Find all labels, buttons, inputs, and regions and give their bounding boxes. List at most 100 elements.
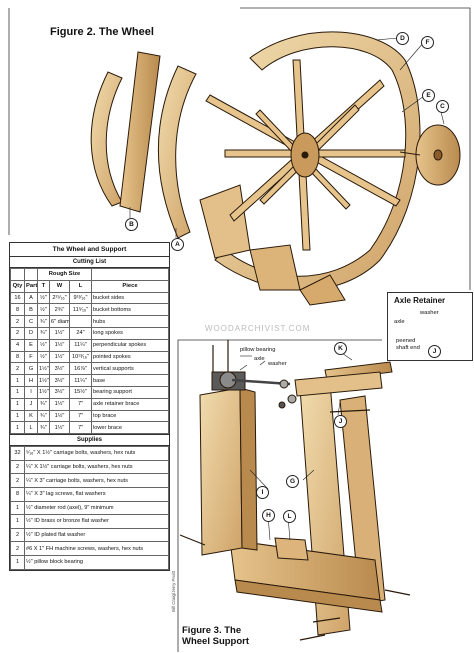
supply-row: 2#6 X 1" FH machine screws, washers, hex… [10, 541, 169, 556]
table-cell: 15½" [68, 385, 93, 399]
table-cell: 1½" [49, 338, 70, 352]
table-cell: 2 [10, 315, 25, 328]
figure3-title-line1: Figure 3. The [182, 625, 242, 636]
table-cell: 1 [10, 374, 25, 387]
table-cell: C [24, 315, 38, 328]
header-spacer [91, 268, 169, 281]
supply-cell: ½" pillow block bearing [24, 554, 169, 570]
figure3-title: Figure 3. The Wheel Support [182, 625, 249, 647]
retainer-peened-line2: shaft end [396, 344, 420, 351]
table-cell: A [24, 291, 38, 305]
cutting-list-title: Cutting List [10, 257, 169, 268]
label-washer: washer [268, 361, 287, 367]
retainer-callout-j: J [428, 345, 441, 358]
table-cell: 9¹³⁄₁₆" [68, 291, 93, 305]
table-cell: bearing support [91, 385, 169, 399]
table-cell: ¾" [37, 397, 50, 411]
supply-cell: 1 [10, 500, 25, 516]
supply-cell: ¼" X 3" carriage bolts, washers, hex nut… [24, 473, 169, 488]
table-cell: 1½" [49, 350, 70, 364]
table-cell: 1 [10, 385, 25, 399]
column-header: Part [24, 279, 38, 293]
table-cell: bucket bottoms [91, 303, 169, 317]
table-cell: ½" [37, 350, 50, 364]
table-cell: L [24, 421, 38, 435]
retainer-washer-label: washer [420, 310, 439, 316]
table-cell: 11¼" [68, 338, 93, 352]
callout-k: K [334, 342, 347, 355]
table-cell: D [24, 326, 38, 340]
table-cell: top brace [91, 409, 169, 423]
table-cell: 1 [10, 409, 25, 423]
table-cell: 3½" [49, 362, 70, 376]
cutting-list-table: The Wheel and Support Cutting List Rough… [9, 242, 170, 571]
table-cell: 1½" [37, 385, 50, 399]
header-spacer [24, 268, 38, 281]
column-header: L [68, 279, 93, 293]
wheel-support [179, 340, 411, 641]
table-cell: 7" [68, 421, 93, 435]
supply-cell: 2 [10, 541, 25, 556]
table-cell: base [91, 374, 169, 387]
figure3-title-line2: Wheel Support [182, 636, 250, 647]
supplies-title: Supplies [10, 434, 169, 447]
supply-cell: ⁵⁄₁₆" X 1½" carriage bolts, washers, hex… [24, 446, 169, 461]
bucket-bottom-part [90, 51, 197, 239]
callout-h: H [262, 509, 275, 522]
label-pillow-bearing: pillow bearing [240, 347, 276, 353]
table-cell: 16 [10, 291, 25, 305]
callout-c: C [436, 100, 449, 113]
callout-i: I [256, 486, 269, 499]
callout-d: D [396, 32, 409, 45]
table-cell: 11⁵⁄₁₆" [68, 303, 93, 317]
table-cell: long spokes [91, 326, 169, 340]
supply-cell: ¼" X 1½" carriage bolts, washers, hex nu… [24, 459, 169, 475]
label-axle: axle [254, 356, 265, 362]
table-cell: vertical supports [91, 362, 169, 376]
table-cell: B [24, 303, 38, 317]
table-cell: 10¹³⁄₁₆" [68, 350, 93, 364]
table-cell: 8 [10, 350, 25, 364]
header-spacer [10, 268, 25, 281]
callout-a: A [171, 238, 184, 251]
table-cell: 1½" [37, 374, 50, 387]
table-cell: axle retainer brace [91, 397, 169, 411]
supply-cell: 2 [10, 459, 25, 475]
column-header: T [37, 279, 50, 293]
table-cell: 3½" [49, 374, 70, 387]
table-cell: bucket sides [91, 291, 169, 305]
watermark: WOODARCHIVIST.COM [205, 324, 311, 333]
supply-cell: ½" ID plated flat washer [24, 527, 169, 543]
table-cell: F [24, 350, 38, 364]
figure2-frame [240, 7, 471, 290]
wheel [199, 31, 461, 306]
supply-cell: ½" ID brass or bronze flat washer [24, 514, 169, 529]
supply-cell: 2 [10, 473, 25, 488]
callout-e: E [422, 89, 435, 102]
table-cell: G [24, 362, 38, 376]
figure2-title: Figure 2. The Wheel [50, 26, 154, 38]
table-cell: 1 [10, 421, 25, 435]
retainer-axle-label: axle [394, 319, 405, 325]
table-cell: pointed spokes [91, 350, 169, 364]
table-title: The Wheel and Support [10, 243, 169, 257]
supply-cell: #6 X 1" FH machine screws, washers, hex … [24, 541, 169, 556]
table-cell: 8 [10, 303, 25, 317]
supply-cell: 2 [10, 527, 25, 543]
